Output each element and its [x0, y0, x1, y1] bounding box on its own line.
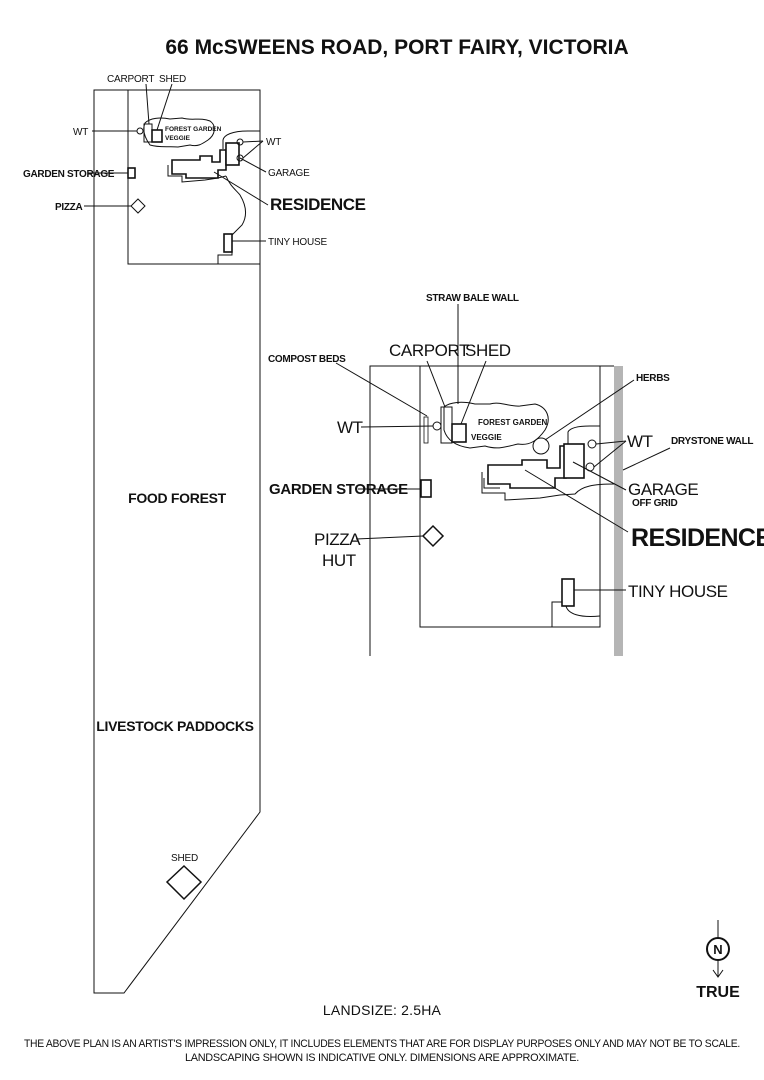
forest-garden-label: FOREST GARDEN — [165, 126, 222, 133]
detail-water-tank-left-label: WT — [337, 418, 363, 437]
detail-residence-label: RESIDENCE — [631, 524, 764, 552]
water-tank-left — [136, 127, 144, 135]
detail-water-tank-right-a — [587, 439, 597, 449]
tiny-house-deck — [551, 601, 562, 627]
house-yard-boundary — [127, 90, 260, 265]
compass-label: TRUE — [696, 984, 740, 1001]
detail-water-tank-right-label: WT — [627, 432, 653, 451]
driveway — [222, 130, 260, 149]
pizza-hut-label-line1: PIZZA — [314, 530, 361, 549]
compost-beds-label: COMPOST BEDS — [268, 354, 346, 365]
bottom-shed-structure — [165, 864, 203, 901]
garden-storage-structure — [127, 167, 136, 179]
garage-label: GARAGE — [268, 168, 310, 179]
tiny-house-structure — [223, 233, 233, 253]
livestock-paddocks-label: LIVESTOCK PADDOCKS — [96, 718, 253, 734]
carport-label: CARPORT — [107, 74, 154, 85]
compost-beds — [423, 416, 429, 444]
detail-carport-structure — [440, 406, 453, 444]
compass-arrow-icon — [712, 969, 724, 978]
drystone-wall — [614, 366, 623, 656]
landsize-text: LANDSIZE: 2.5HA — [323, 1002, 442, 1018]
detail-shed-label: SHED — [465, 341, 511, 360]
bottom-shed-label: SHED — [171, 853, 198, 864]
carport-structure — [143, 123, 153, 143]
north-compass: N TRUE — [696, 920, 740, 1001]
water-tank-right-label: WT — [266, 137, 281, 148]
shed-label: SHED — [159, 74, 186, 85]
pizza-label: PIZZA — [55, 202, 82, 213]
residence-path — [167, 165, 227, 183]
detail-garage-structure — [563, 443, 585, 479]
veggie-label: VEGGIE — [165, 135, 191, 142]
detail-garden-storage-structure — [420, 479, 432, 498]
detail-garage-label: GARAGE — [628, 480, 698, 499]
overview-plan: FOREST GARDEN VEGGIE CARPORT SHED WT WT … — [23, 74, 366, 994]
detail-outer-boundary — [369, 365, 614, 656]
pizza-hut-label-line2: HUT — [322, 551, 356, 570]
detail-tiny-house-structure — [561, 578, 575, 607]
detail-garden-storage-label: GARDEN STORAGE — [269, 481, 408, 498]
herbs-label: HERBS — [636, 373, 670, 384]
forest-garden-bed — [143, 117, 215, 148]
detail-tiny-house-label: TINY HOUSE — [628, 582, 728, 601]
page-title: 66 McSWEENS ROAD, PORT FAIRY, VICTORIA — [165, 36, 628, 59]
detail-residence-path — [481, 472, 615, 501]
compass-letter: N — [713, 942, 722, 957]
disclaimer-line-1: THE ABOVE PLAN IS AN ARTIST'S IMPRESSION… — [24, 1038, 740, 1050]
garden-storage-label: GARDEN STORAGE — [23, 169, 115, 180]
detail-veggie-label: VEGGIE — [471, 433, 502, 442]
detail-carport-label: CARPORT — [389, 341, 469, 360]
property-boundary — [93, 89, 261, 994]
drystone-wall-label: DRYSTONE WALL — [671, 436, 753, 447]
residence-label: RESIDENCE — [270, 195, 366, 214]
detail-forest-garden-label: FOREST GARDEN — [478, 418, 548, 427]
detail-yard-boundary — [419, 366, 601, 628]
detail-pizza-hut-structure — [421, 524, 445, 548]
herbs-bed — [532, 437, 550, 455]
detail-plan: COMPOST BEDS STRAW BALE WALL FOREST GARD… — [268, 293, 764, 656]
off-grid-label: OFF GRID — [632, 498, 677, 509]
straw-bale-wall-label: STRAW BALE WALL — [426, 293, 519, 304]
water-tank-right-a — [236, 138, 244, 146]
tiny-house-label: TINY HOUSE — [268, 237, 327, 248]
compass-circle — [706, 937, 730, 961]
detail-water-tank-left — [432, 421, 442, 431]
water-tank-left-label: WT — [73, 127, 88, 138]
pizza-hut-structure — [130, 198, 146, 214]
food-forest-label: FOOD FOREST — [128, 490, 227, 506]
detail-shed-structure — [451, 423, 467, 443]
disclaimer-line-2: LANDSCAPING SHOWN IS INDICATIVE ONLY. DI… — [185, 1052, 579, 1064]
detail-forest-garden-bed — [443, 401, 549, 449]
detail-residence-structure — [487, 445, 567, 489]
shed-structure — [151, 129, 163, 143]
garage-structure — [225, 142, 240, 166]
detail-driveway — [567, 425, 600, 444]
